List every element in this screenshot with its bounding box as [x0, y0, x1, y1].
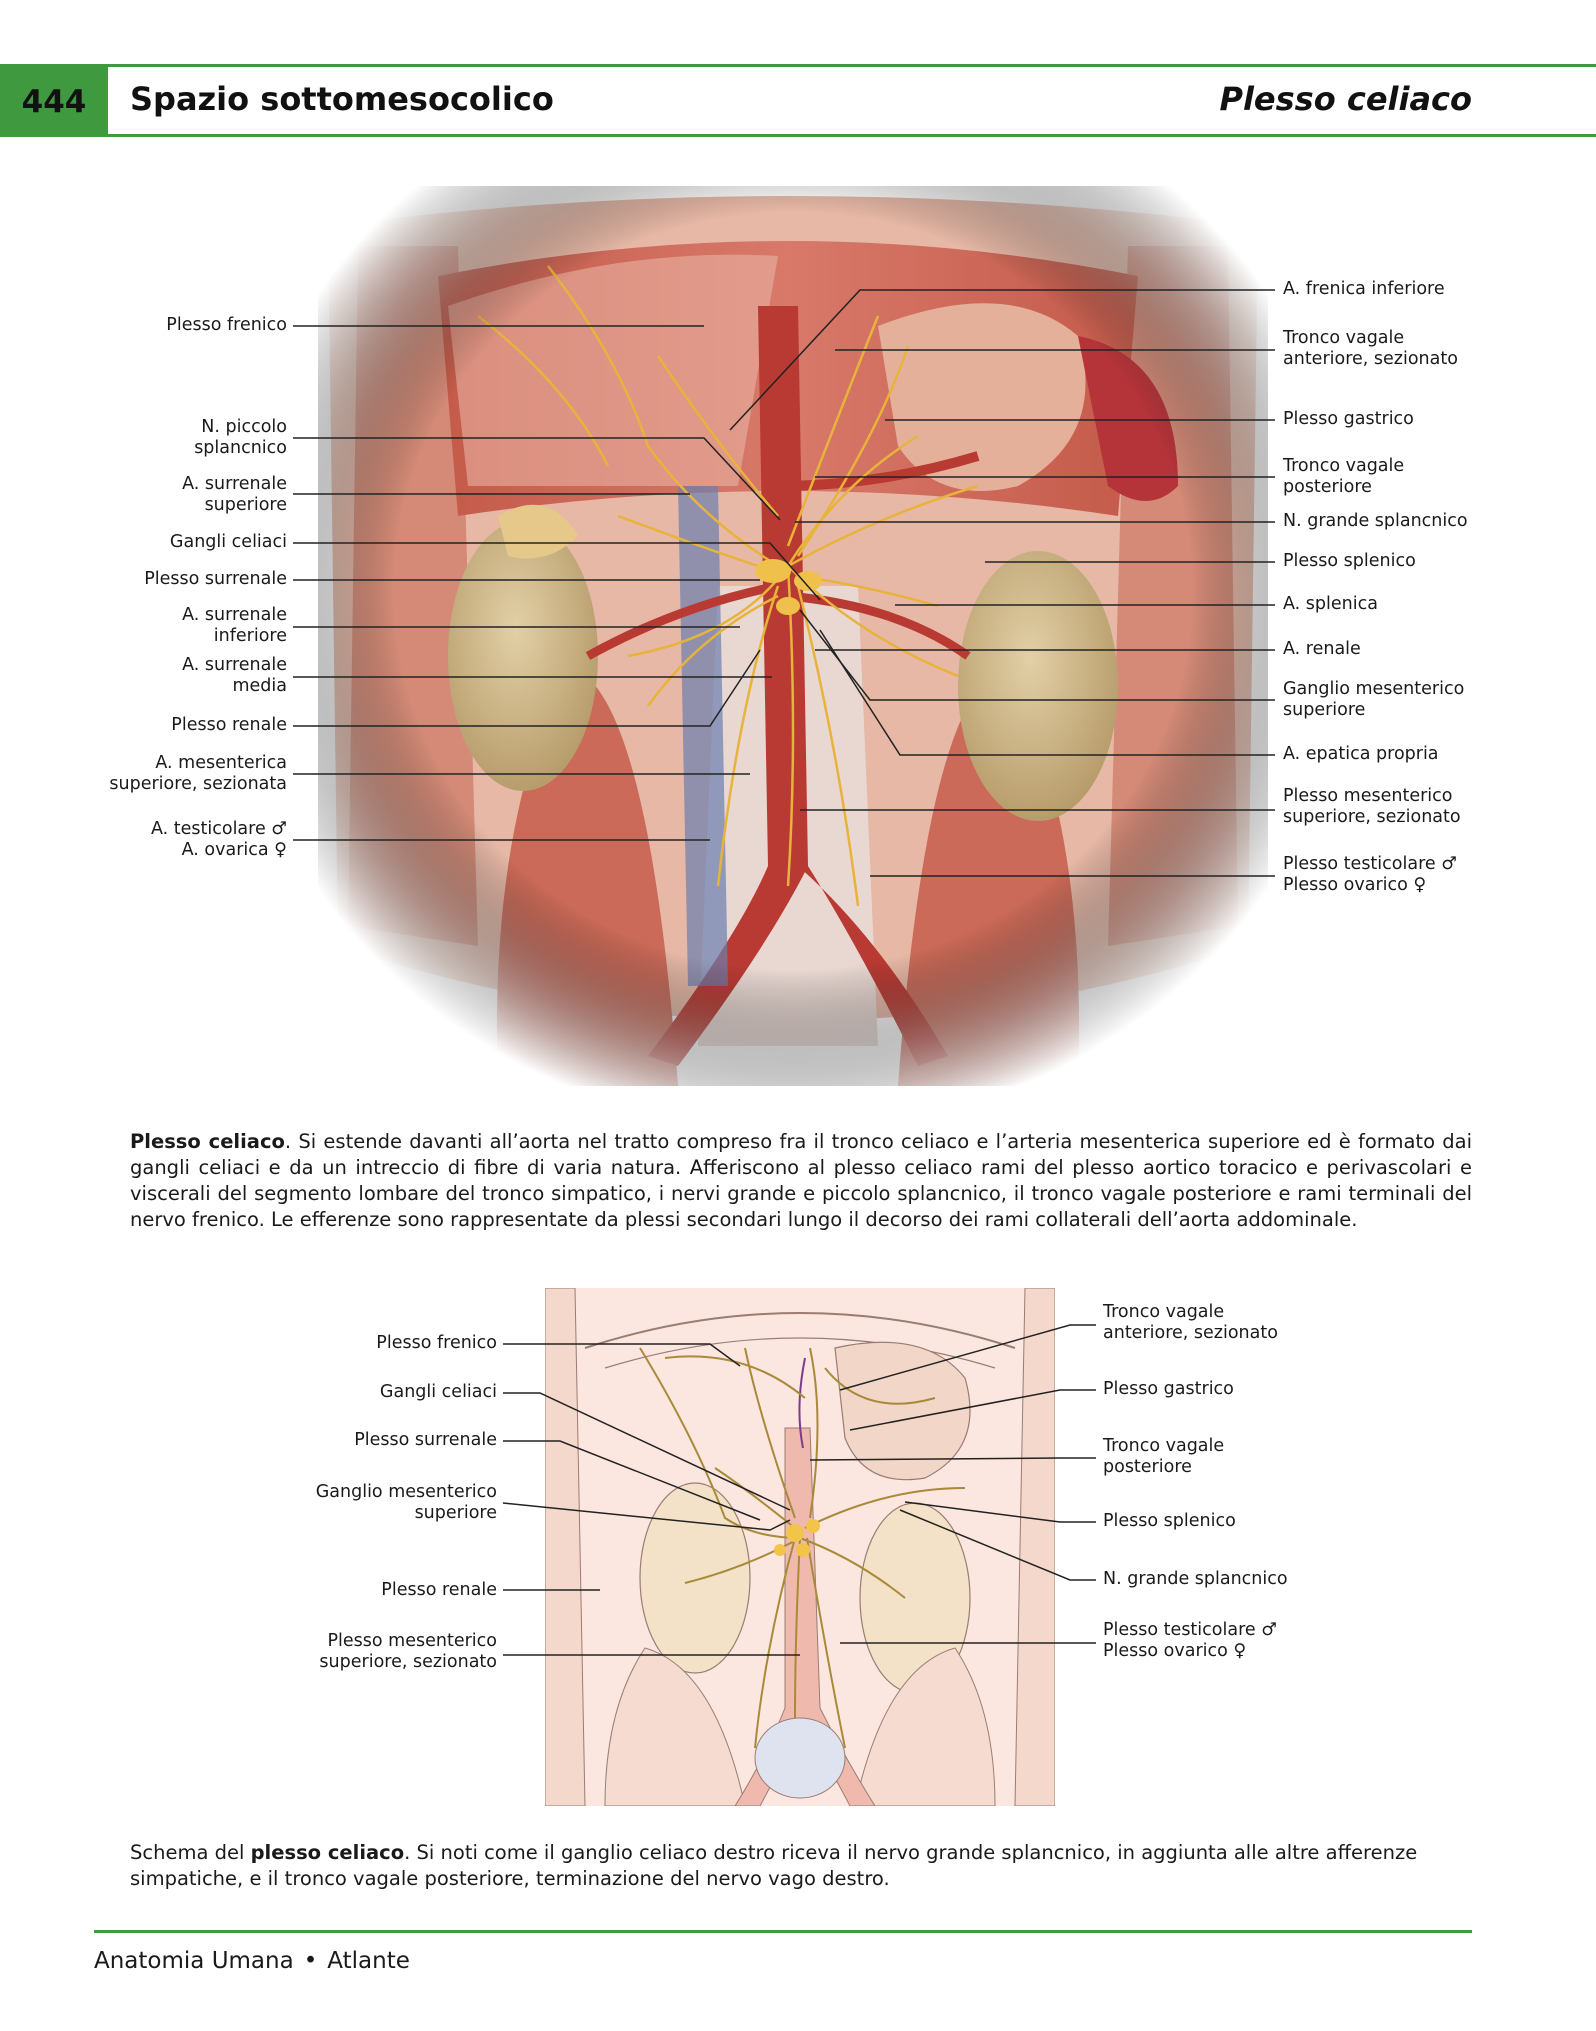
label-plesso-frenico: Plesso frenico: [166, 315, 287, 335]
label-plesso-gastrico: Plesso gastrico: [1283, 409, 1414, 429]
label-gangli-celiaci: Gangli celiaci: [169, 532, 287, 552]
caption-figure-1: Plesso celiaco. Si estende davanti all’a…: [130, 1130, 1472, 1231]
schema-label-n-grande-splancnico: N. grande splancnico: [1103, 1569, 1288, 1589]
footer: Anatomia Umana • Atlante: [94, 1948, 410, 1974]
label-a-testicolare: A. testicolare ♂A. ovarica ♀: [150, 819, 287, 860]
page-number: 444: [0, 67, 108, 137]
anatomy-leader-lines: [293, 289, 1275, 877]
label-plesso-splenico: Plesso splenico: [1283, 551, 1416, 571]
schema-label-plesso-testicolare: Plesso testicolare ♂Plesso ovarico ♀: [1103, 1620, 1277, 1661]
schema-label-gangli-celiaci: Gangli celiaci: [379, 1382, 497, 1402]
schema-label-plesso-gastrico: Plesso gastrico: [1103, 1379, 1234, 1399]
footer-separator: •: [303, 1948, 318, 1974]
schematic-illustration: [545, 1288, 1055, 1806]
label-a-splenica: A. splenica: [1283, 594, 1378, 614]
schema-label-plesso-splenico: Plesso splenico: [1103, 1511, 1236, 1531]
header-rule: [108, 134, 1596, 137]
label-a-renale: A. renale: [1283, 639, 1361, 659]
section-title: Spazio sottomesocolico: [130, 80, 554, 118]
label-plesso-testicolare: Plesso testicolare ♂Plesso ovarico ♀: [1283, 854, 1457, 895]
label-a-epatica-propria: A. epatica propria: [1283, 744, 1439, 764]
label-plesso-surrenale: Plesso surrenale: [144, 569, 287, 589]
schematic-leader-lines: [502, 1324, 1096, 1656]
footer-volume: Atlante: [327, 1948, 410, 1974]
topic-title: Plesso celiaco: [1219, 80, 1473, 118]
label-a-frenica-inferiore: A. frenica inferiore: [1283, 279, 1445, 299]
caption-figure-2: Schema del plesso celiaco. Si noti come …: [130, 1841, 1418, 1890]
schema-label-plesso-surrenale: Plesso surrenale: [354, 1430, 497, 1450]
footer-book: Anatomia Umana: [94, 1948, 294, 1974]
schema-label-plesso-renale: Plesso renale: [381, 1580, 497, 1600]
header-top-rule: [0, 64, 1596, 67]
schema-label-plesso-frenico: Plesso frenico: [376, 1333, 497, 1353]
label-n-grande-splancnico: N. grande splancnico: [1283, 511, 1468, 531]
label-plesso-renale: Plesso renale: [171, 715, 287, 735]
footer-rule: [94, 1930, 1472, 1933]
